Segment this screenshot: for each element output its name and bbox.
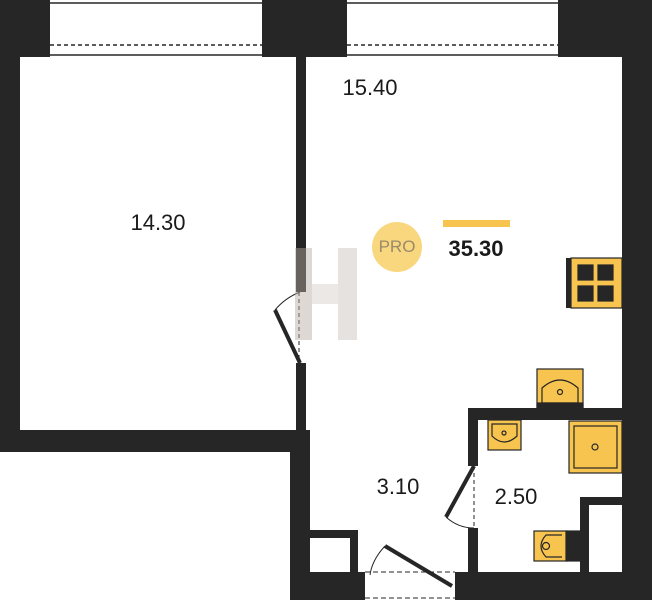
- toilet-icon: [533, 530, 581, 562]
- watermark-logo: [295, 248, 357, 340]
- windows: [50, 2, 558, 56]
- fixtures: [487, 257, 623, 562]
- bathroom-sink-icon: [487, 419, 522, 451]
- room-area-bathroom: 2.50: [494, 484, 538, 509]
- pro-badge: PRO: [372, 222, 422, 272]
- shower-icon: [568, 420, 623, 474]
- room-area-living: 15.40: [342, 75, 398, 100]
- room-area-bedroom: 14.30: [130, 210, 186, 235]
- stove-icon: [570, 257, 623, 309]
- kitchen-sink-icon: [536, 368, 584, 410]
- room-area-hallway: 3.10: [376, 474, 420, 499]
- doors: [273, 291, 476, 599]
- total-area: 35.30: [448, 236, 504, 261]
- total-area-bar: [443, 220, 510, 227]
